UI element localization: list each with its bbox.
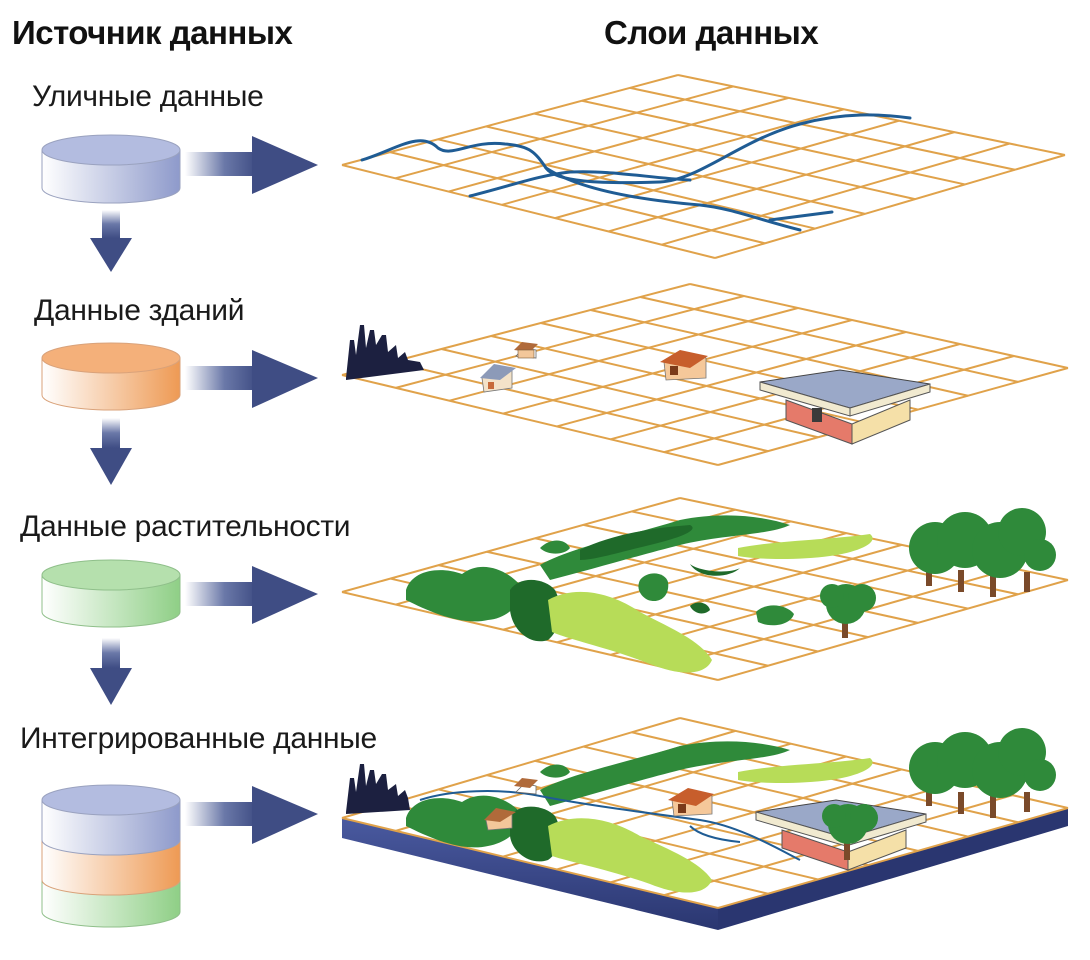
- grid-line: [395, 85, 734, 180]
- grid-line: [341, 817, 719, 909]
- house-icon-3: [660, 350, 708, 381]
- database-cylinder-icon-integrated: [41, 784, 181, 928]
- right-arrow-icon-1: [185, 136, 318, 194]
- grid-line: [640, 296, 1019, 383]
- tree-icon-small: [820, 584, 876, 638]
- factory-icon: [346, 325, 424, 380]
- grid-line: [664, 794, 1013, 897]
- grid-line: [448, 96, 789, 193]
- down-arrow-icon-2: [90, 418, 132, 485]
- integrated-streets: [419, 790, 801, 861]
- grid-line: [389, 151, 766, 245]
- source-label-integrated: Интегрированные данные: [20, 722, 377, 755]
- integrated-vegetation: [406, 741, 873, 893]
- integrated-house-icon-3: [668, 788, 714, 817]
- base-left-face: [342, 818, 718, 930]
- vegetation-layer: [341, 497, 1069, 681]
- right-arrow-icon-2: [185, 350, 318, 408]
- grid-line: [717, 579, 1069, 681]
- grid-line: [608, 131, 955, 233]
- integrated-tree-icon: [822, 804, 878, 860]
- grid-line: [689, 283, 1069, 369]
- integrated-layer: [341, 717, 1069, 930]
- source-label-vegetation: Данные растительности: [20, 510, 351, 543]
- house-icon-1: [514, 342, 538, 359]
- grid-line: [341, 74, 679, 166]
- integrated-tree-cluster-icon: [909, 728, 1056, 818]
- integrated-house-icon-2: [484, 808, 516, 831]
- streets-layer: [341, 74, 1066, 259]
- streets-grid: [341, 74, 1066, 259]
- down-arrow-icon-1: [90, 210, 132, 272]
- grid-line: [717, 807, 1069, 909]
- street-lines: [360, 113, 912, 232]
- integrated-house-icon-1: [514, 778, 538, 795]
- grid-line: [395, 295, 745, 389]
- right-arrow-icon-3: [185, 566, 318, 624]
- grid-line: [714, 154, 1066, 259]
- grid-line: [441, 348, 819, 439]
- grid-line: [554, 119, 900, 220]
- grid-line: [485, 125, 866, 215]
- database-cylinder-icon-buildings: [41, 342, 181, 411]
- vegetation-shapes: [406, 515, 873, 673]
- grid-line: [391, 361, 769, 453]
- database-cylinder-icon-vegetation: [41, 559, 181, 628]
- grid-line: [341, 164, 716, 259]
- grid-line: [341, 374, 719, 466]
- grid-line: [341, 497, 681, 593]
- source-label-buildings: Данные зданий: [34, 294, 245, 327]
- grid-line: [501, 108, 845, 206]
- grid-line: [581, 99, 966, 186]
- house-icon-2: [480, 364, 516, 393]
- grid-line: [556, 331, 907, 428]
- buildings-layer: [341, 283, 1069, 466]
- database-cylinder-icon-streets: [41, 134, 181, 204]
- source-label-streets: Уличные данные: [32, 80, 264, 113]
- down-arrow-icon-3: [90, 638, 132, 705]
- base-right-face: [718, 808, 1068, 930]
- layers-header: Слои данных: [604, 14, 819, 51]
- source-header: Источник данных: [12, 14, 293, 51]
- large-building-icon: [759, 369, 931, 445]
- grid-line: [629, 86, 1016, 171]
- integrated-factory-icon: [346, 764, 410, 814]
- tree-cluster-icon: [909, 508, 1056, 597]
- grid-line: [661, 142, 1010, 246]
- right-arrow-icon-4: [185, 786, 318, 844]
